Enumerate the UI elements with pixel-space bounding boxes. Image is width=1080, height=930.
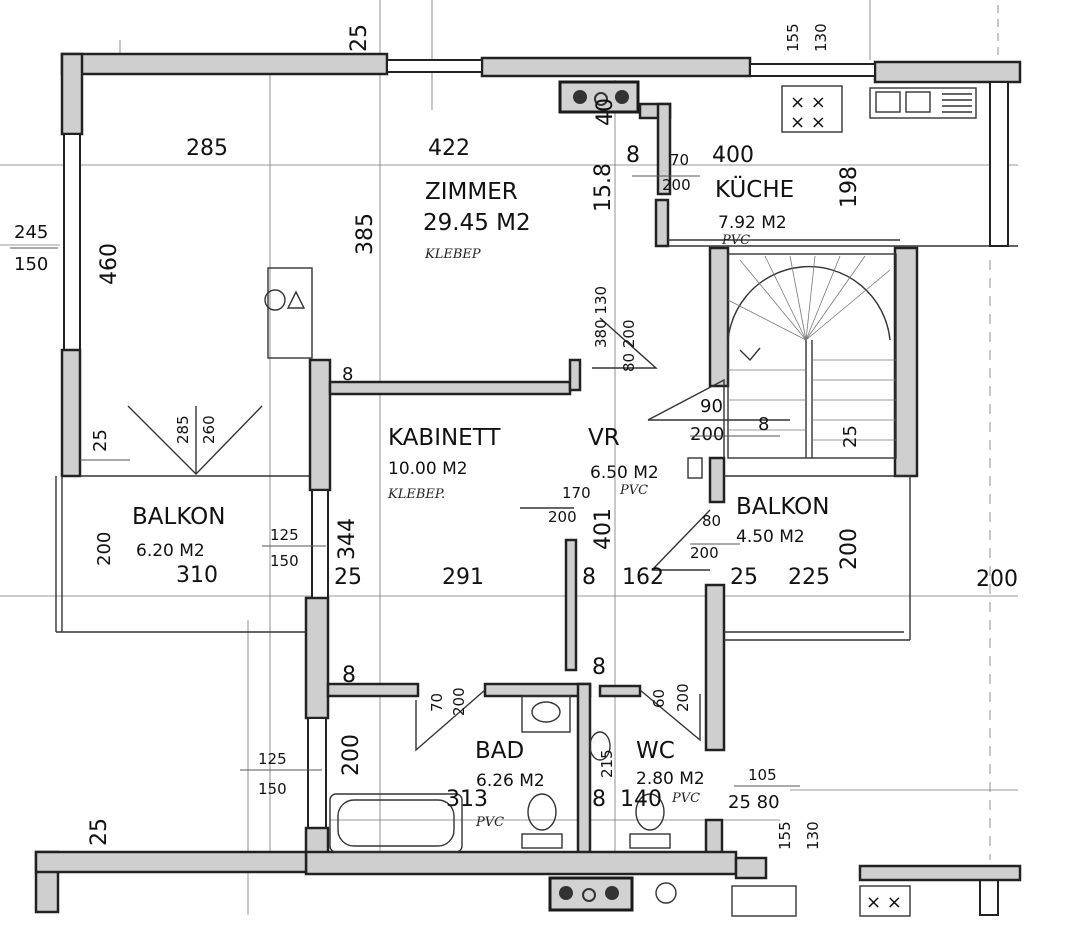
room-wc-floor: PVC (671, 791, 700, 806)
dim-198: 198 (837, 166, 862, 208)
room-zimmer-name: ZIMMER (425, 179, 518, 205)
dim-200-kitchen: 200 (662, 176, 691, 194)
room-wc-area: 2.80 M2 (636, 769, 705, 789)
dim-155-bot: 155 (776, 821, 794, 850)
dim-25-80: 25 80 (728, 792, 780, 813)
dim-105: 105 (748, 766, 777, 784)
svg-text:× ×: × × (790, 92, 826, 113)
room-balkon-left-area: 6.20 M2 (136, 541, 205, 561)
dim-60-wc: 60 (650, 689, 668, 708)
dim-260-balkon: 260 (200, 415, 218, 444)
dim-200-wc: 200 (674, 683, 692, 712)
room-kueche-floor: PVC (721, 233, 750, 248)
room-kabinett-area: 10.00 M2 (388, 459, 468, 479)
room-balkon-right-name: BALKON (736, 494, 829, 520)
room-kueche-area: 7.92 M2 (718, 213, 787, 233)
dim-200-right: 200 (837, 528, 862, 570)
room-balkon-left-name: BALKON (132, 504, 225, 530)
room-zimmer-area: 29.45 M2 (423, 210, 531, 236)
dim-8-kitchen: 8 (626, 143, 640, 168)
staircase (726, 253, 897, 459)
room-balkon-right-area: 4.50 M2 (736, 527, 805, 547)
dim-162: 162 (622, 565, 664, 590)
dim-70-kitchen: 70 (670, 151, 689, 169)
room-wc-name: WC (636, 738, 675, 764)
dim-150-b: 150 (258, 780, 287, 798)
dim-8-e: 8 (592, 787, 606, 812)
dim-422: 422 (428, 136, 470, 161)
dim-150-a: 150 (270, 552, 299, 570)
dim-285-balkon: 285 (174, 415, 192, 444)
dim-291: 291 (442, 565, 484, 590)
dim-25-top: 25 (347, 24, 372, 52)
room-kabinett-name: KABINETT (388, 425, 501, 451)
room-vr-floor: PVC (619, 483, 648, 498)
dim-25-bot: 25 (87, 818, 112, 846)
room-kueche-name: KÜCHE (715, 175, 794, 203)
dim-158: 15.8 (591, 163, 616, 212)
dim-200-b: 200 (690, 544, 719, 562)
room-labels: ZIMMER 29.45 M2 KLEBEP KÜCHE 7.92 M2 PVC… (132, 175, 829, 830)
dim-8-c: 8 (342, 663, 356, 688)
svg-text:× ×: × × (790, 112, 826, 133)
dim-385: 385 (353, 213, 378, 255)
dim-40: 40 (593, 98, 618, 126)
dim-25-stair: 25 (840, 425, 861, 448)
room-vr-name: VR (588, 425, 620, 451)
dim-150-left: 150 (14, 254, 48, 275)
dim-215: 215 (598, 749, 616, 778)
dim-140: 140 (620, 787, 662, 812)
dim-8-mid: 8 (342, 364, 353, 385)
room-zimmer-floor: KLEBEP (424, 247, 481, 262)
dim-8-stair: 8 (758, 414, 769, 435)
dim-200-stair: 200 (690, 424, 724, 445)
dim-80-b: 80 (702, 512, 721, 530)
dim-155-top: 155 (784, 23, 802, 52)
dim-170: 170 (562, 484, 591, 502)
dim-200-left: 200 (94, 532, 115, 566)
dim-90: 90 (700, 396, 723, 417)
dim-8-d: 8 (592, 655, 606, 680)
dim-200-door: 200 (548, 508, 577, 526)
walls (34, 52, 1022, 916)
dim-25-left: 25 (90, 429, 111, 452)
dim-200-bath: 200 (339, 734, 364, 776)
dim-125-a: 125 (270, 526, 299, 544)
dim-125-b: 125 (258, 750, 287, 768)
dim-130-top: 130 (812, 23, 830, 52)
dim-80-200-vr: 80 200 (620, 320, 638, 373)
fixtures: × × × × × × (264, 80, 977, 917)
room-vr-area: 6.50 M2 (590, 463, 659, 483)
room-kabinett-floor: KLEBEP. (387, 487, 445, 502)
dim-25-b: 25 (730, 565, 758, 590)
room-bad-area: 6.26 M2 (476, 771, 545, 791)
dim-285-top: 285 (186, 136, 228, 161)
dim-310: 310 (176, 563, 218, 588)
room-bad-name: BAD (475, 738, 524, 764)
doors (127, 317, 790, 752)
dim-401: 401 (591, 508, 616, 550)
dim-200-bad: 200 (450, 687, 468, 716)
dim-130-bot: 130 (804, 821, 822, 850)
dim-245: 245 (14, 222, 48, 243)
dim-8-b: 8 (582, 565, 596, 590)
dim-344: 344 (335, 518, 360, 560)
dim-25-mid: 25 (334, 565, 362, 590)
dim-400: 400 (712, 143, 754, 168)
svg-text:× ×: × × (866, 892, 902, 913)
room-bad-floor: PVC (475, 815, 504, 830)
dim-313: 313 (446, 787, 488, 812)
dim-460: 460 (97, 243, 122, 285)
dim-200-far: 200 (976, 567, 1018, 592)
dim-380-130: 380 130 (592, 286, 610, 348)
dimension-labels: 285 422 400 8 70 200 385 460 15.8 40 198… (14, 23, 1018, 850)
dim-225: 225 (788, 565, 830, 590)
dim-70-bad: 70 (428, 693, 446, 712)
dimension-lines (10, 175, 800, 787)
